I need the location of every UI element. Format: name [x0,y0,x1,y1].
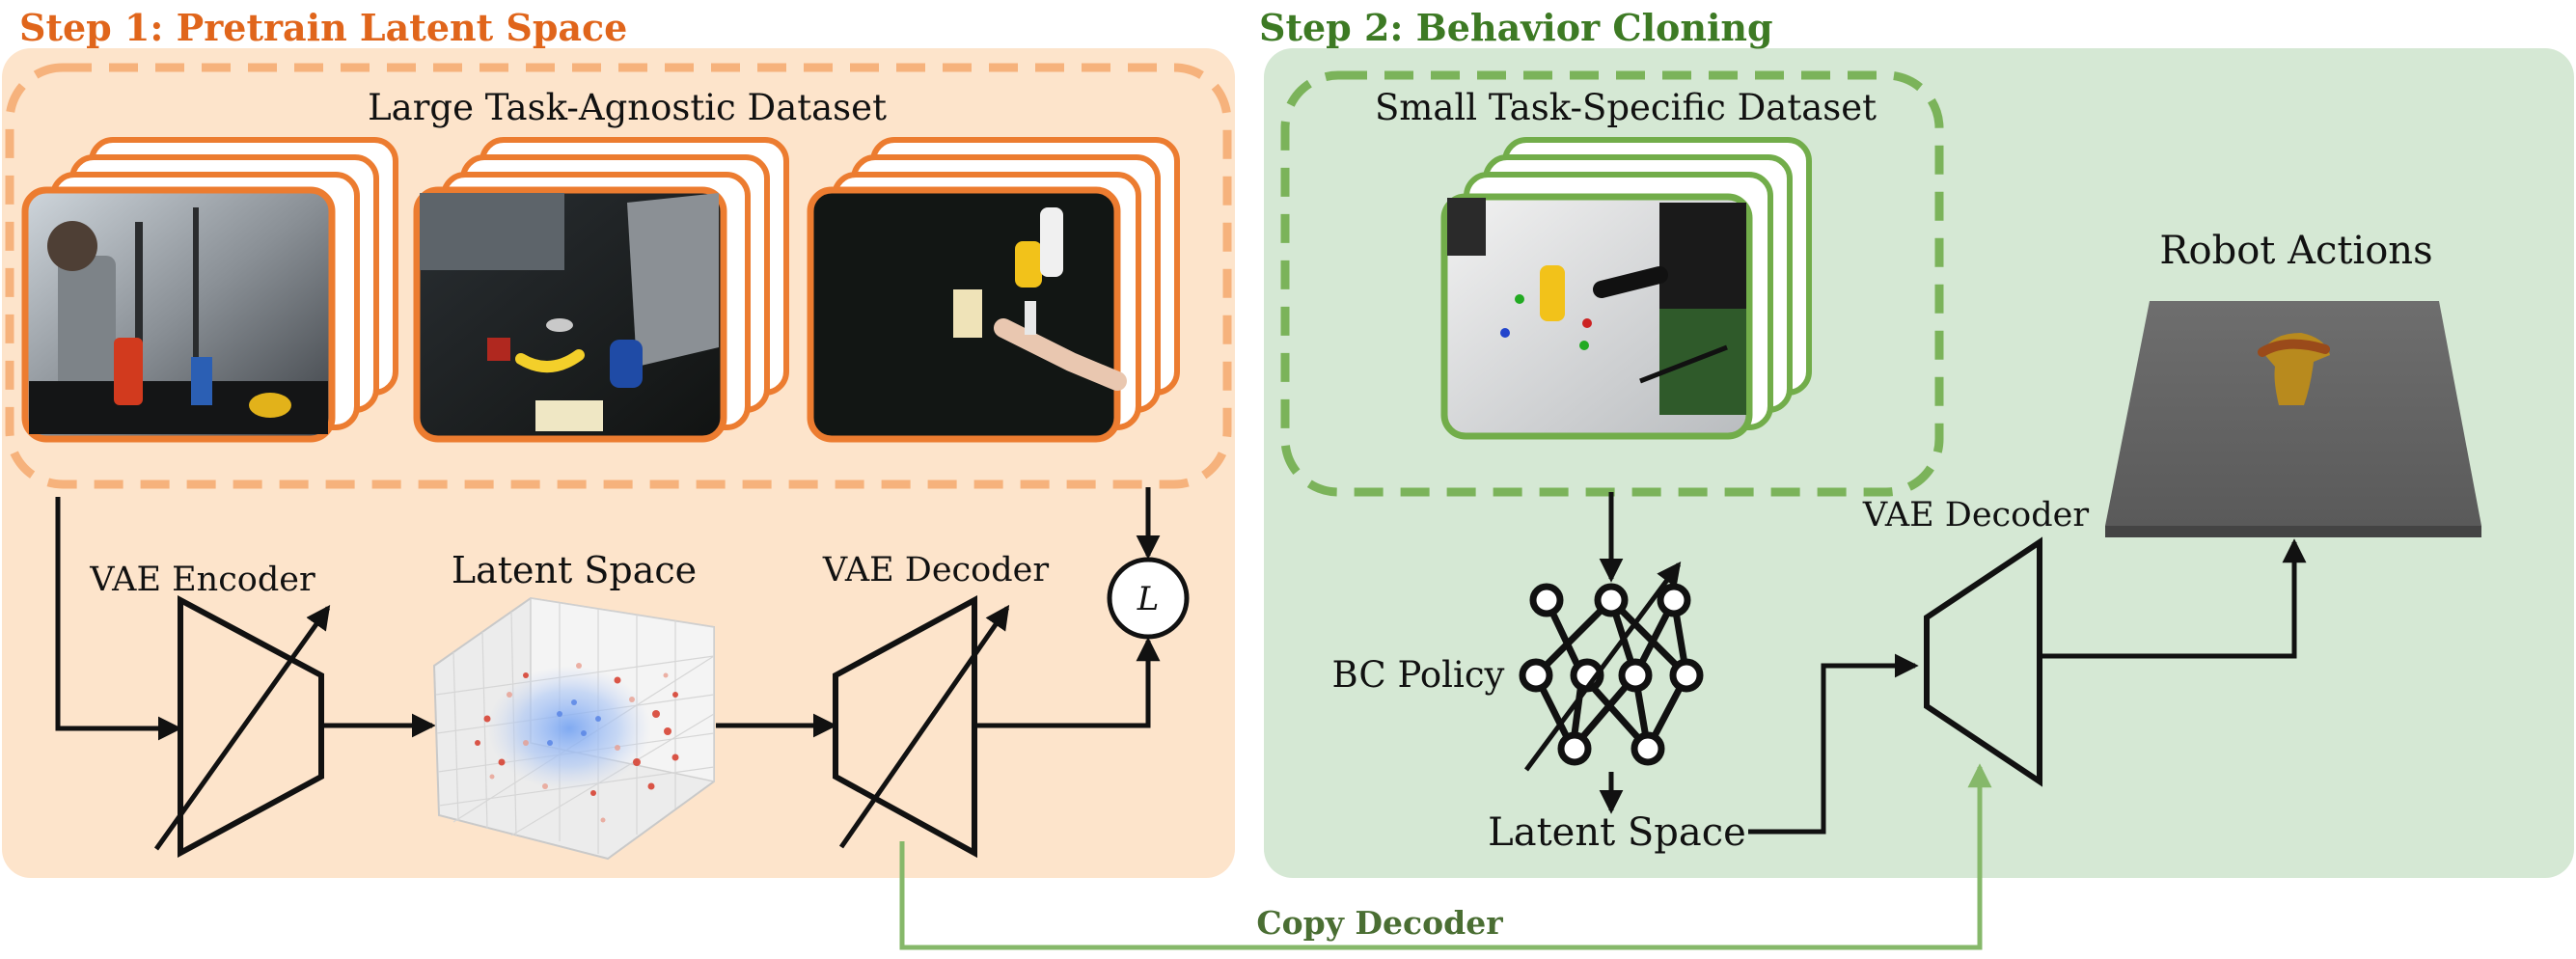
latent-scatter-cube [432,596,715,861]
neural-network-icon [1519,583,1704,766]
decoder-trapezoid-icon-step2 [1924,536,2042,787]
bc-policy-label: BC Policy [1332,654,1505,696]
decoder-label-step1: VAE Decoder [822,551,1049,589]
decoder-trainable-arrow [838,604,1010,849]
arrow-latent-to-decoder-step2 [1748,653,1919,835]
encoder-label: VAE Encoder [89,561,315,599]
robot-actions-label: Robot Actions [2159,229,2432,273]
arrow-decoder-to-loss [975,637,1161,728]
large-dataset-container [5,63,1232,489]
policy-trainable-arrow [1523,561,1682,772]
robot-table-icon [2105,301,2481,537]
step1-title: Step 1: Pretrain Latent Space [19,6,627,49]
camera-frame-stack-1 [21,137,398,443]
step2-title: Step 2: Behavior Cloning [1259,6,1773,49]
copy-decoder-arrow [899,763,1992,950]
small-dataset-label: Small Task-Specific Dataset [1375,87,1877,128]
latent-space-label-step2: Latent Space [1488,810,1746,855]
latent-space-label-step1: Latent Space [452,549,697,591]
large-dataset-label: Large Task-Agnostic Dataset [368,87,887,128]
loss-node-icon [1107,557,1190,640]
loss-symbol: L [1137,580,1160,618]
camera-frame-stack-3 [807,137,1180,443]
decoder-trapezoid-icon-step1 [833,594,977,859]
camera-frame-stack-4 [1440,137,1812,440]
decoder-label-step2: VAE Decoder [1862,496,2089,534]
arrow-decoder-to-actions [2041,538,2307,659]
encoder-trainable-arrow [153,604,331,851]
encoder-trapezoid-icon [178,594,324,859]
camera-frame-stack-2 [413,137,789,443]
copy-decoder-label: Copy Decoder [1256,904,1503,942]
arrow-dataset-to-encoder [55,497,182,741]
